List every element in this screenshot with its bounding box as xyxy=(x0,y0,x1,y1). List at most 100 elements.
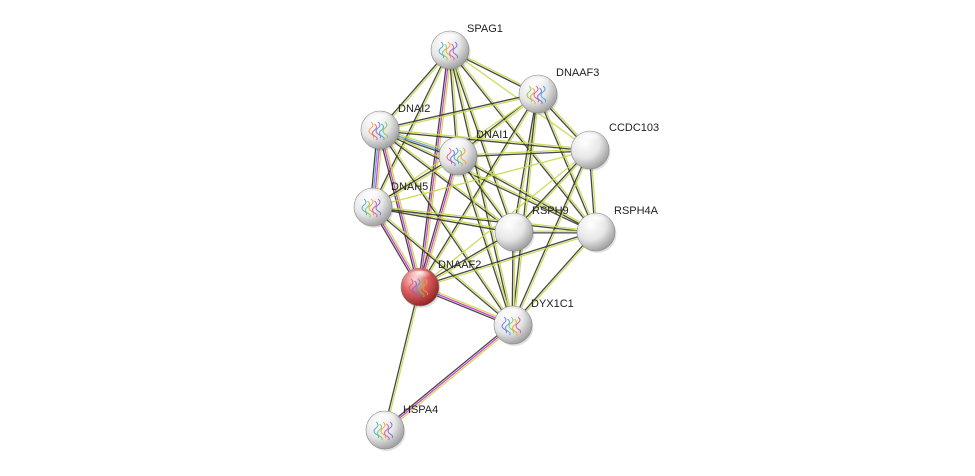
protein-structure-icon xyxy=(368,121,389,141)
edge-strand xyxy=(373,205,514,325)
node-highlight xyxy=(446,139,470,152)
edge-dnai1-rsph4a xyxy=(457,154,597,234)
edge-strand xyxy=(511,230,596,325)
edge-dnaaf3-rsph4a xyxy=(536,93,598,233)
edge-ccdc103-dyx1c1 xyxy=(511,149,592,326)
node-label-dnaaf2: DNAAF2 xyxy=(438,259,481,271)
protein-structure-icon xyxy=(408,278,429,298)
edge-spag1-dnah5 xyxy=(371,49,452,208)
edge-dnai2-rsph9 xyxy=(379,128,515,234)
protein-structure-icon xyxy=(373,421,394,441)
edge-strand xyxy=(417,49,449,287)
node-highlight xyxy=(578,133,602,146)
node-highlight xyxy=(408,270,432,283)
edge-strand xyxy=(380,128,515,232)
node-label-dnai2: DNAI2 xyxy=(398,103,430,115)
edge-strand xyxy=(511,149,590,325)
node-dnah5[interactable]: DNAH5 xyxy=(353,181,428,228)
node-label-dnah5: DNAH5 xyxy=(391,181,428,193)
edge-ccdc103-dnah5 xyxy=(372,149,591,208)
node-dnaaf2[interactable]: DNAAF2 xyxy=(400,259,481,308)
edge-strand xyxy=(513,232,598,327)
edge-strand xyxy=(379,130,590,152)
edge-strand xyxy=(458,150,591,158)
edge-strand xyxy=(421,156,461,288)
edge-strand xyxy=(457,156,596,234)
edge-strand xyxy=(419,155,459,288)
edge-strand xyxy=(457,148,590,156)
node-label-hspa4: HSPA4 xyxy=(403,404,438,416)
edge-strand xyxy=(458,155,515,325)
node-label-rsph9: RSPH9 xyxy=(532,205,569,217)
node-ccdc103[interactable]: CCDC103 xyxy=(570,122,659,171)
node-dnaaf3[interactable]: DNAAF3 xyxy=(518,67,599,115)
edge-strand xyxy=(536,94,596,233)
node-dyx1c1[interactable]: DYX1C1 xyxy=(493,298,574,346)
edge-dnai2-ccdc103 xyxy=(379,128,591,152)
edge-strand xyxy=(448,50,596,233)
edge-dnai2-dyx1c1 xyxy=(378,129,515,326)
edge-strand xyxy=(379,92,538,130)
edge-strand xyxy=(381,129,423,287)
edge-strand xyxy=(458,154,597,232)
edge-dyx1c1-hspa4 xyxy=(383,323,515,432)
node-highlight xyxy=(526,77,550,90)
node-dnai2[interactable]: DNAI2 xyxy=(360,103,430,151)
edge-strand xyxy=(373,50,452,208)
node-highlight xyxy=(368,113,392,126)
edge-dnai1-ccdc103 xyxy=(457,148,591,158)
protein-structure-icon xyxy=(526,85,547,105)
edge-strand xyxy=(513,150,592,326)
edge-strand xyxy=(420,94,540,288)
node-dnai1[interactable]: DNAI1 xyxy=(438,129,508,177)
edge-strand xyxy=(380,128,591,150)
edge-dnah5-dyx1c1 xyxy=(372,205,514,327)
edge-strand xyxy=(383,323,513,430)
edge-strand xyxy=(538,93,598,232)
node-highlight xyxy=(361,190,385,203)
edge-dnaaf3-dnai2 xyxy=(379,92,539,132)
node-label-dnaaf3: DNAAF3 xyxy=(556,67,599,79)
node-rsph4a[interactable]: RSPH4A xyxy=(576,205,659,253)
edge-strand xyxy=(456,156,513,326)
edge-strand xyxy=(379,130,514,234)
edge-spag1-rsph4a xyxy=(448,49,598,233)
edge-strand xyxy=(385,325,515,432)
edge-rsph4a-dnaaf2 xyxy=(419,230,597,289)
edge-strand xyxy=(380,129,515,325)
node-label-dnai1: DNAI1 xyxy=(476,129,508,141)
edge-rsph4a-dyx1c1 xyxy=(511,230,598,327)
edge-strand xyxy=(373,205,597,232)
node-highlight xyxy=(502,215,526,228)
node-label-spag1: SPAG1 xyxy=(467,23,503,35)
edge-dnai1-dnaaf2 xyxy=(417,155,461,288)
node-spag1[interactable]: SPAG1 xyxy=(430,23,503,71)
edge-strand xyxy=(378,130,513,326)
node-highlight xyxy=(438,33,462,46)
node-highlight xyxy=(584,215,608,228)
edge-strand xyxy=(421,50,453,288)
edge-strand xyxy=(371,49,450,207)
protein-structure-icon xyxy=(446,147,467,167)
node-label-rsph4a: RSPH4A xyxy=(614,205,659,217)
edge-strand xyxy=(420,232,597,289)
edge-strand xyxy=(419,230,596,287)
edge-strand xyxy=(511,93,538,325)
edge-dnaaf2-hspa4 xyxy=(383,286,422,431)
edge-dnah5-rsph4a xyxy=(372,205,597,234)
protein-structure-icon xyxy=(501,316,522,336)
edge-strand xyxy=(450,49,598,232)
edge-strand xyxy=(372,149,591,208)
node-hspa4[interactable]: HSPA4 xyxy=(365,404,438,451)
edge-strand xyxy=(417,155,457,287)
edge-strand xyxy=(380,94,539,132)
edge-strand xyxy=(384,324,514,431)
edge-strand xyxy=(372,207,514,234)
node-highlight xyxy=(373,413,397,426)
node-rsph9[interactable]: RSPH9 xyxy=(494,205,569,253)
edge-dnaaf3-dyx1c1 xyxy=(511,93,540,326)
edge-strand xyxy=(372,207,513,327)
node-highlight xyxy=(501,308,525,321)
